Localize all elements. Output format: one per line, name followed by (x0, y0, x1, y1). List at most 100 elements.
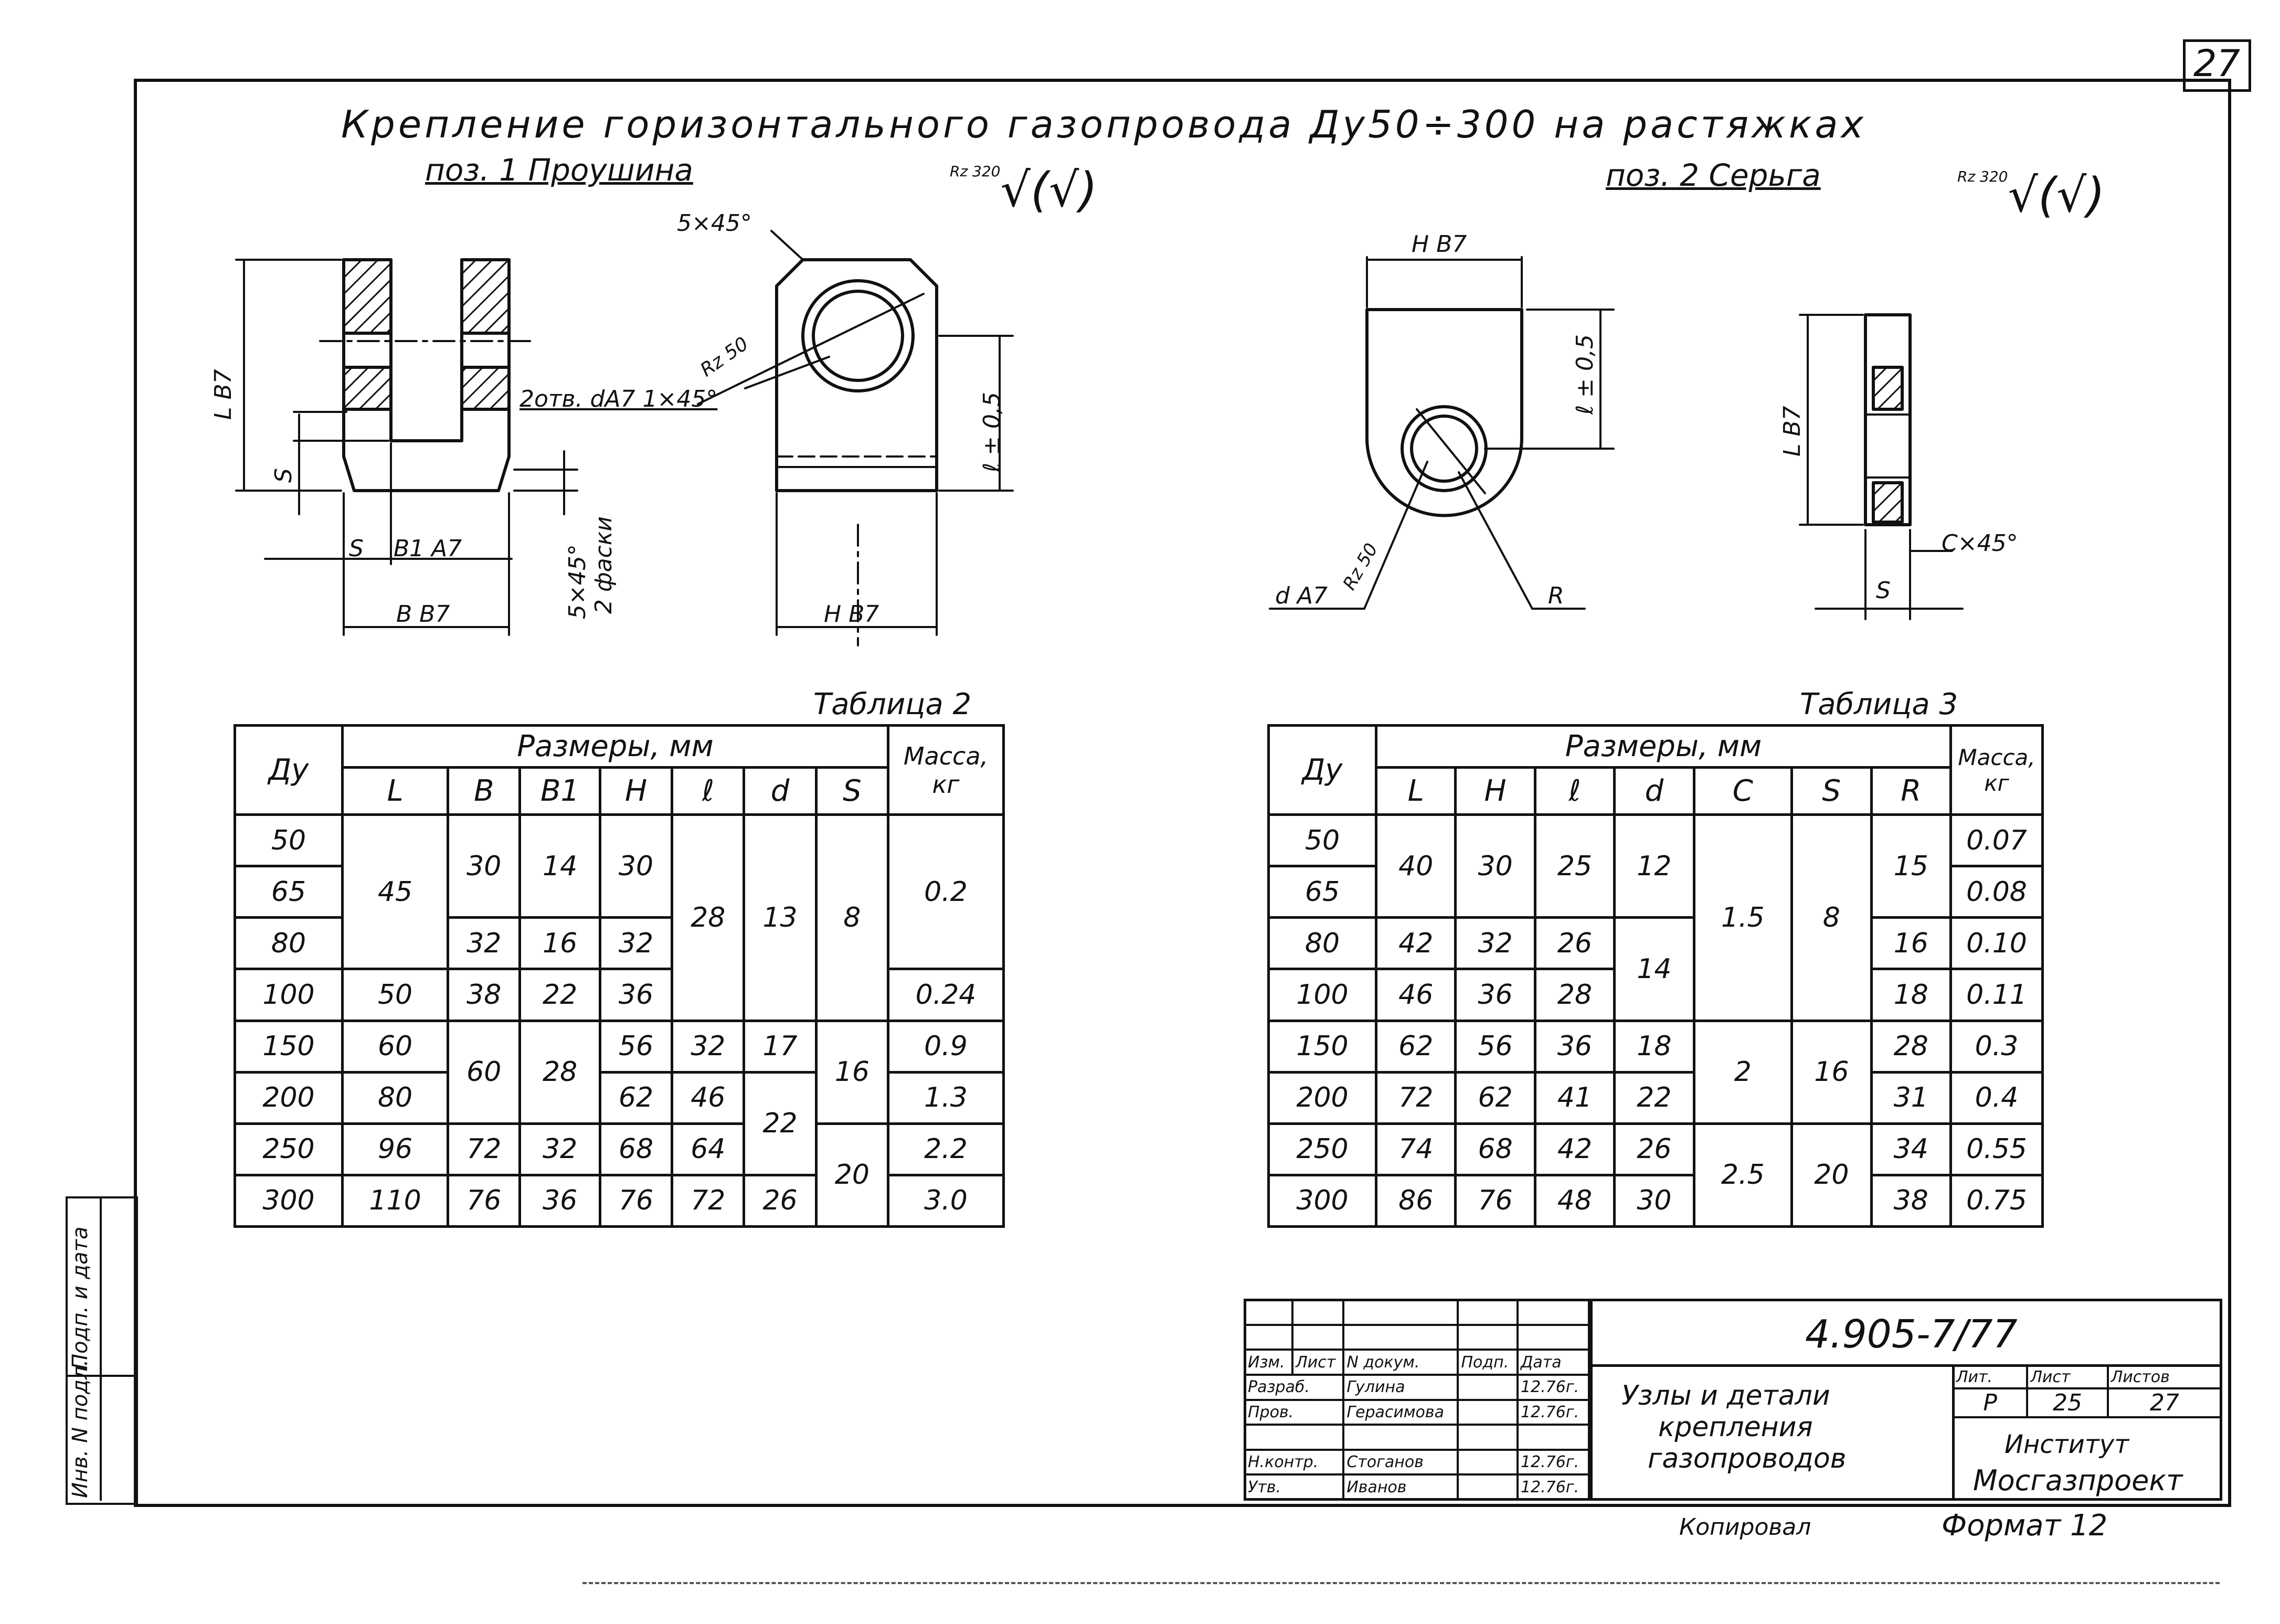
table3-cell: 150 (1267, 1019, 1377, 1074)
sheet-number: 27 (2193, 42, 2241, 85)
table2-cell: 32 (671, 1019, 746, 1074)
table3-col-L: L (1374, 766, 1457, 816)
table3-cell: 46 (1374, 968, 1457, 1022)
part2-dim-C: C×45° (1942, 530, 2018, 557)
table3-cell: 300 (1267, 1173, 1377, 1228)
table2-cell: 38 (447, 968, 522, 1022)
part2-dim-d: d A7 (1275, 582, 1328, 609)
table2-cell: 8 (814, 813, 890, 1022)
table2-col-H: H (598, 766, 674, 816)
stamp-name-3: газопроводов (1648, 1443, 1847, 1474)
table2-cell: 300 (234, 1173, 344, 1228)
table3-cell: 86 (1374, 1173, 1457, 1228)
table2-cell: 76 (598, 1173, 674, 1228)
table3-cell: 18 (1613, 1019, 1695, 1074)
table3-cell: 28 (1533, 968, 1616, 1022)
table3-cell: 38 (1870, 1173, 1953, 1228)
sheet-format: Формат 12 (1942, 1509, 2108, 1543)
stamp-hdr-doc: N докум. (1342, 1349, 1459, 1376)
stamp-lit-table: Лит. Лист Листов Р 25 27 (1952, 1364, 2223, 1418)
table2-col-B: B (447, 766, 522, 816)
table2-cell: 46 (671, 1070, 746, 1125)
table2-cell: 110 (341, 1173, 450, 1228)
table3-cell: 48 (1533, 1173, 1616, 1228)
table2-cell: 0.2 (887, 813, 1005, 971)
table2-cell: 22 (518, 968, 601, 1022)
table3-cell: 0.10 (1949, 916, 2044, 971)
table2-cell: 80 (234, 916, 344, 971)
table2-cell: 150 (234, 1019, 344, 1074)
part2-side-view (1799, 313, 1964, 620)
stamp-signature (1457, 1448, 1519, 1476)
part1-side-view (235, 258, 578, 636)
table2-cell: 72 (447, 1122, 522, 1176)
part1-heading: поз. 1 Проушина (425, 152, 693, 188)
table3-cell: 72 (1374, 1070, 1457, 1125)
table3-cell: 26 (1613, 1122, 1695, 1176)
part1-dim-S-vert: S (270, 468, 297, 483)
part1-roughness-suffix: (√) (1030, 163, 1098, 218)
part2-dim-L: L B7 (1779, 406, 1806, 457)
table3-cell: 68 (1454, 1122, 1536, 1176)
table3-cell: 41 (1533, 1070, 1616, 1125)
stamp-org-2: Мосгазпроект (1973, 1464, 2183, 1497)
part1-dim-B: B B7 (396, 601, 450, 628)
stamp-signature (1457, 1398, 1519, 1426)
table3-cell: 25 (1533, 813, 1616, 919)
table3-cell: 200 (1267, 1070, 1377, 1125)
table3-cell: 76 (1454, 1173, 1536, 1228)
stamp-sheets-header: Листов (2106, 1364, 2223, 1389)
part1-dim-B1: B1 A7 (394, 535, 462, 562)
drawing-frame (134, 79, 2231, 1507)
table3-col-R: R (1870, 766, 1953, 816)
table3-cell: 0.11 (1949, 968, 2044, 1022)
table3-cell: 30 (1613, 1173, 1695, 1228)
table2-cell: 30 (447, 813, 522, 919)
table3-cell: 0.75 (1949, 1173, 2044, 1228)
stamp-sheets: 27 (2106, 1387, 2223, 1418)
table2-cell: 17 (743, 1019, 818, 1074)
stamp-lit: Р (1952, 1387, 2029, 1418)
stamp-hdr-list: Лист (1291, 1349, 1345, 1376)
table3-cell: 1.5 (1692, 813, 1794, 1022)
table2-cell: 32 (598, 916, 674, 971)
stamp-hdr-sign: Подп. (1457, 1349, 1519, 1376)
stamp-divider-v2 (1952, 1364, 1955, 1501)
table2-col-S: S (814, 766, 890, 816)
table3-mass-header: Масса, кг (1949, 724, 2044, 816)
part1-dim-l: ℓ ± 0,5 (979, 392, 1005, 472)
table3-cell: 32 (1454, 916, 1536, 971)
stamp-hdr-izm: Изм. (1243, 1349, 1294, 1376)
part1-hole: 2отв. dA7 1×45° (519, 386, 718, 412)
table3-cell: 62 (1374, 1019, 1457, 1074)
table2-cell: 14 (518, 813, 601, 919)
table3-cell: 22 (1613, 1070, 1695, 1125)
table2-col-B1: B1 (518, 766, 601, 816)
table3-cell: 42 (1374, 916, 1457, 971)
stamp-date: 12.76г. (1516, 1398, 1590, 1426)
table2-cell: 96 (341, 1122, 450, 1176)
table3-cell: 80 (1267, 916, 1377, 971)
side-stamp (66, 1196, 138, 1505)
stamp-org-1: Институт (2005, 1430, 2129, 1459)
stamp-sheet: 25 (2026, 1387, 2109, 1418)
table2-col-d: d (743, 766, 818, 816)
stamp-name-1: Узлы и детали (1621, 1380, 1830, 1411)
stamp-person: Гулина (1342, 1373, 1459, 1401)
table2-cell: 50 (234, 813, 344, 868)
stamp-person: Стоганов (1342, 1448, 1459, 1476)
table2-cell: 56 (598, 1019, 674, 1074)
table2-col-L: L (341, 766, 450, 816)
stamp-people-table: Изм. Лист N докум. Подп. Дата Разраб. Гу… (1243, 1299, 1590, 1501)
table3-cell: 0.55 (1949, 1122, 2044, 1176)
part2-dim-S: S (1876, 577, 1891, 604)
page-title: Крепление горизонтального газопровода Ду… (341, 102, 1867, 146)
stamp-person: Герасимова (1342, 1398, 1459, 1426)
stamp-signature (1457, 1373, 1519, 1401)
stamp-hdr-date: Дата (1516, 1349, 1590, 1376)
table2-cell: 32 (447, 916, 522, 971)
table3-col-C: C (1692, 766, 1794, 816)
stamp-name-2: крепления (1658, 1411, 1813, 1443)
table3-cell: 12 (1613, 813, 1695, 919)
table3-cell: 16 (1790, 1019, 1873, 1125)
